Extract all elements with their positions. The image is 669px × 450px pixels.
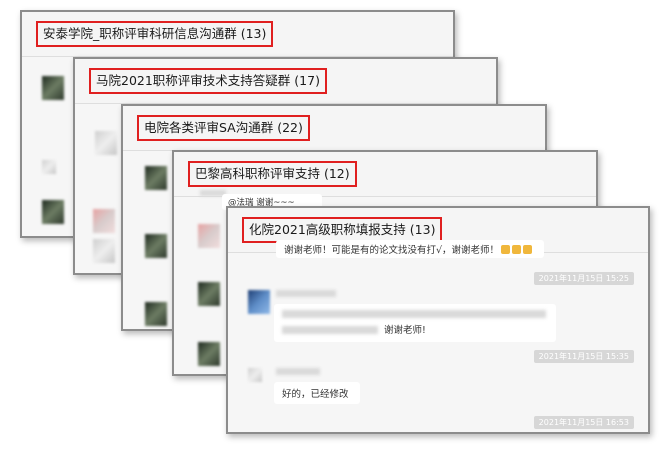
- member-avatar: [198, 342, 220, 366]
- member-avatar: [93, 209, 115, 233]
- emoji-icon: [512, 245, 522, 254]
- message-timestamp: 2021年11月15日 15:25: [533, 272, 634, 285]
- member-avatar: [198, 224, 220, 248]
- chat-window-chem[interactable]: 化院2021高级职称填报支持 (13) 谢谢老师！可能是有的论文找没有打√，谢谢…: [226, 206, 650, 434]
- member-avatar: [42, 76, 64, 100]
- group-title: 巴黎高科职称评审支持 (12): [188, 161, 357, 187]
- member-avatar: [95, 131, 117, 155]
- message-timestamp: 2021年11月15日 16:53: [533, 416, 634, 429]
- emoji-icon: [523, 245, 533, 254]
- chat-window-titlebar: 马院2021职称评审技术支持答疑群 (17): [75, 59, 496, 104]
- chat-message: 谢谢老师！可能是有的论文找没有打√，谢谢老师！: [276, 240, 544, 258]
- sender-name: [276, 290, 336, 297]
- member-avatar: [42, 200, 64, 224]
- sender-name: [200, 190, 226, 196]
- member-avatar: [198, 282, 220, 306]
- message-text: 谢谢老师！可能是有的论文找没有打√，谢谢老师！: [284, 245, 500, 256]
- redacted-text: [282, 310, 546, 318]
- group-title: 马院2021职称评审技术支持答疑群 (17): [89, 68, 327, 94]
- chat-window-titlebar: 电院各类评审SA沟通群 (22): [123, 106, 545, 151]
- emoji-icon: [501, 245, 511, 254]
- member-avatar: [248, 368, 262, 382]
- member-avatar: [248, 290, 270, 314]
- member-avatar: [93, 239, 115, 263]
- chat-window-titlebar: 巴黎高科职称评审支持 (12): [174, 152, 596, 197]
- message-timestamp: 2021年11月15日 15:35: [533, 350, 634, 363]
- member-avatar: [145, 166, 167, 190]
- member-avatar: [145, 234, 167, 258]
- group-title: 电院各类评审SA沟通群 (22): [137, 115, 310, 141]
- group-title: 安泰学院_职称评审科研信息沟通群 (13): [36, 21, 274, 47]
- chat-message: 好的，已经修改: [274, 382, 360, 404]
- member-avatar: [42, 160, 56, 174]
- member-avatar: [145, 302, 167, 326]
- message-text: 谢谢老师!: [384, 325, 426, 336]
- redacted-text: [282, 326, 378, 334]
- chat-window-titlebar: 安泰学院_职称评审科研信息沟通群 (13): [22, 12, 453, 57]
- sender-name: [276, 368, 320, 375]
- chat-message: 谢谢老师!: [274, 304, 556, 342]
